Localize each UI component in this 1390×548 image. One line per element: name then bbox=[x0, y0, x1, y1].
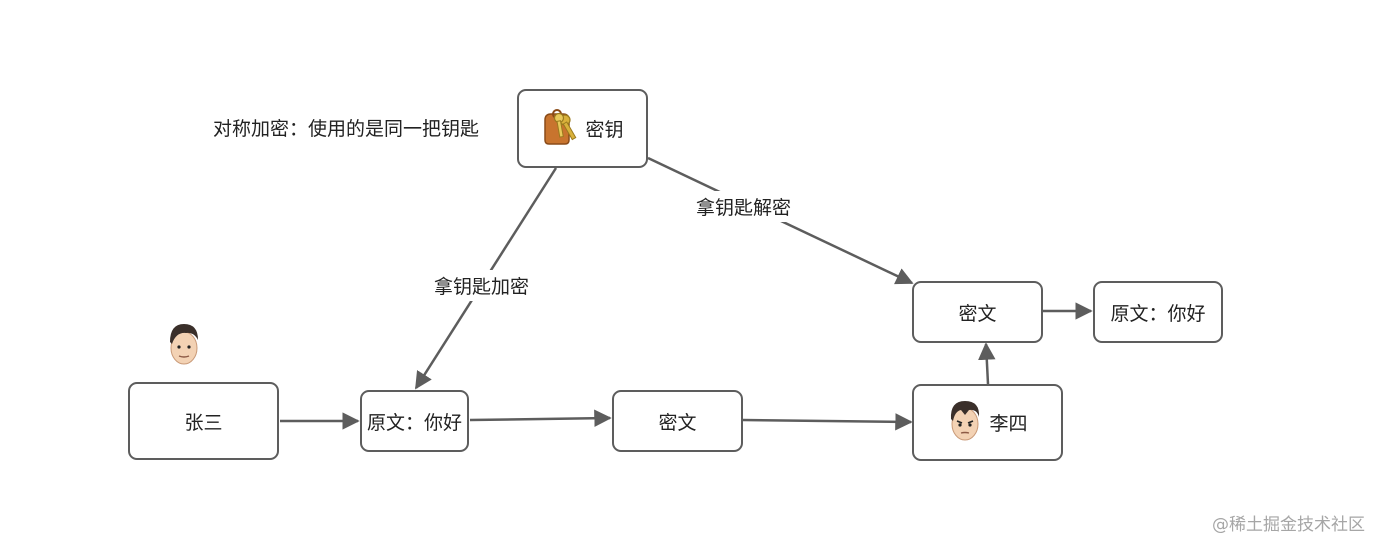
lisi-avatar-icon bbox=[947, 397, 983, 448]
edge-ciphertext-to-lisi bbox=[742, 413, 913, 431]
node-ciphertext-bottom: 密文 bbox=[612, 390, 743, 452]
key-icon bbox=[541, 106, 579, 151]
node-lisi-label: 李四 bbox=[989, 413, 1028, 435]
node-plaintext-right-label: 原文：你好 bbox=[1110, 302, 1206, 325]
node-plaintext-left-label: 原文：你好 bbox=[366, 411, 462, 434]
node-key: 密钥 bbox=[517, 89, 648, 168]
node-zhangsan-label: 张三 bbox=[184, 411, 223, 434]
node-ciphertext-bottom-label: 密文 bbox=[658, 411, 697, 434]
node-zhangsan: 张三 bbox=[128, 382, 279, 460]
watermark: @稀土掘金技术社区 bbox=[1212, 515, 1365, 535]
diagram-caption: 对称加密：使用的是同一把钥匙 bbox=[213, 118, 480, 140]
edge-plaintext-to-ciphertext bbox=[469, 409, 612, 427]
node-key-label: 密钥 bbox=[585, 119, 624, 141]
node-ciphertext-top: 密文 bbox=[912, 281, 1043, 343]
node-plaintext-left: 原文：你好 bbox=[360, 390, 469, 452]
edge-label-decrypt: 拿钥匙解密 bbox=[692, 191, 796, 222]
node-ciphertext-top-label: 密文 bbox=[958, 302, 997, 325]
zhangsan-avatar-icon bbox=[164, 318, 204, 368]
node-plaintext-right: 原文：你好 bbox=[1093, 281, 1223, 343]
node-lisi: 李四 bbox=[912, 384, 1063, 461]
edge-lisi-to-ciphertext-top bbox=[978, 342, 996, 385]
edge-label-encrypt: 拿钥匙加密 bbox=[430, 270, 534, 301]
